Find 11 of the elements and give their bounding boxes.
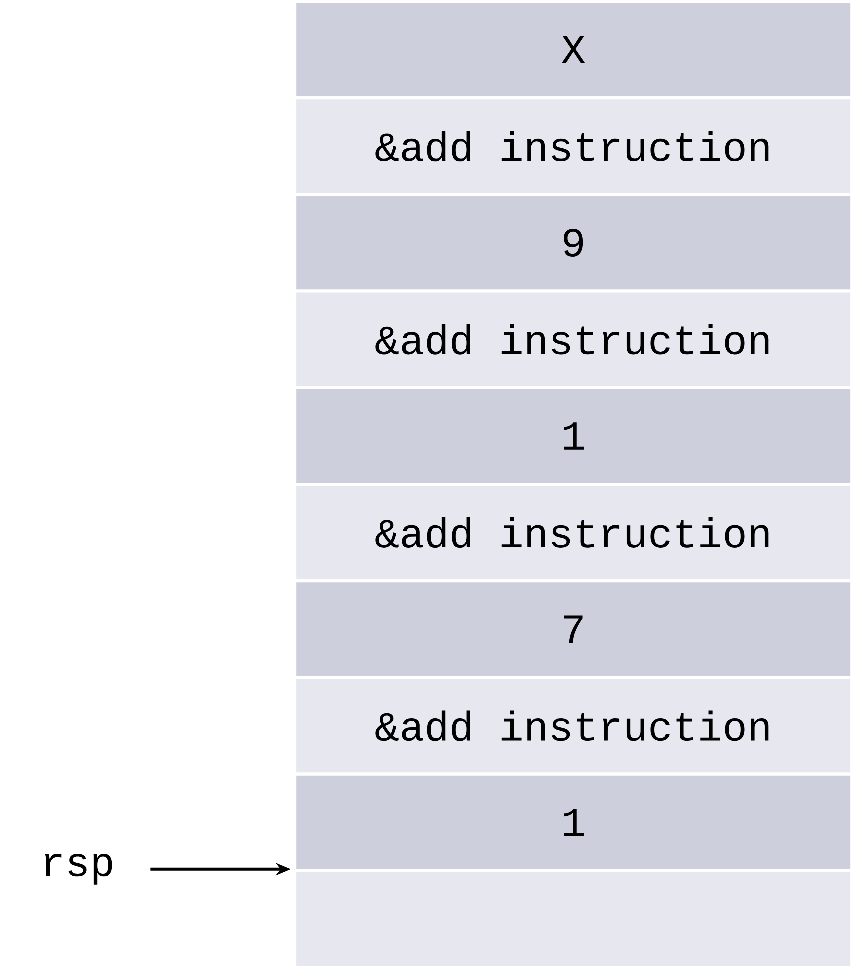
stack-cell: &add instruction <box>294 96 853 196</box>
stack-cell: &add instruction <box>294 290 853 390</box>
stack-cell: 7 <box>294 580 853 680</box>
stack-cell: 1 <box>294 386 853 486</box>
stack-cell <box>294 869 853 966</box>
stack-cell: 1 <box>294 772 853 872</box>
stack-cell: X <box>294 0 853 100</box>
pointer-label: rsp <box>45 854 112 885</box>
stack-cell: 9 <box>294 193 853 293</box>
stack-cell: &add instruction <box>294 676 853 776</box>
stack-cell: &add instruction <box>294 483 853 583</box>
